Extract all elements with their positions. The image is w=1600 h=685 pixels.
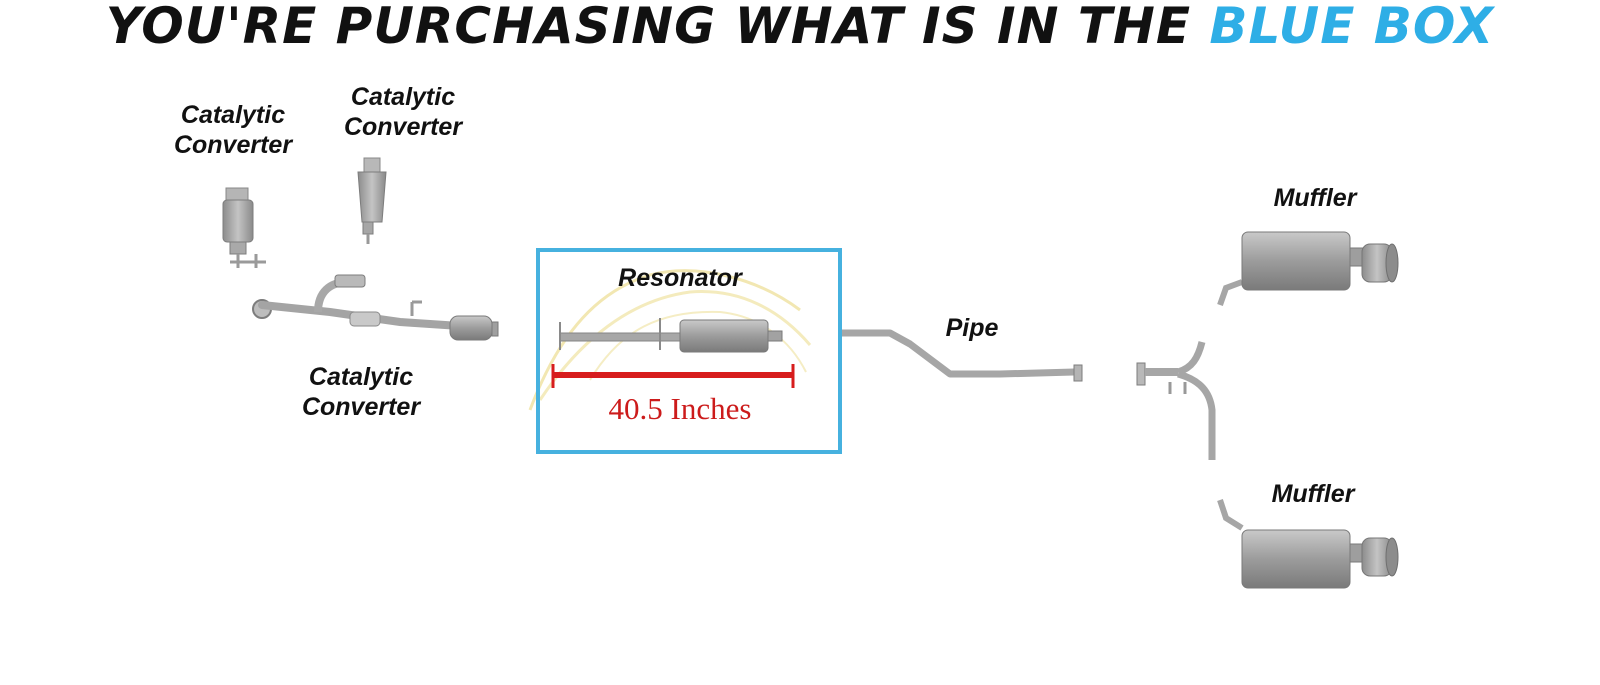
catalytic-converter-icon — [222, 187, 266, 268]
muffler-icon — [1217, 499, 1399, 589]
y-pipe-icon — [1136, 341, 1216, 460]
catalytic-converter-icon — [252, 274, 499, 341]
muffler-icon — [1217, 231, 1399, 306]
label-resonator: Resonator — [618, 264, 742, 292]
label-catalytic-converter: Catalytic Converter — [301, 363, 421, 421]
label-catalytic-converter: Catalytic Converter — [343, 83, 463, 141]
headline-main: YOU'RE PURCHASING WHAT IS IN THE — [105, 0, 1191, 55]
label-catalytic-converter: Catalytic Converter — [173, 101, 293, 159]
label-muffler-bottom: Muffler — [1271, 480, 1355, 508]
dimension-label: 40.5 Inches — [608, 391, 752, 426]
label-muffler-top: Muffler — [1273, 184, 1357, 212]
resonator-pipe-icon — [528, 269, 812, 411]
headline-accent: BLUE BOX — [1209, 0, 1495, 55]
dimension-line — [551, 364, 795, 388]
catalytic-converter-icon — [357, 157, 387, 244]
blue-box — [536, 248, 842, 454]
pipe-icon — [842, 329, 1083, 382]
label-pipe: Pipe — [945, 314, 999, 342]
headline: YOU'RE PURCHASING WHAT IS IN THE BLUE BO… — [0, 0, 1600, 60]
